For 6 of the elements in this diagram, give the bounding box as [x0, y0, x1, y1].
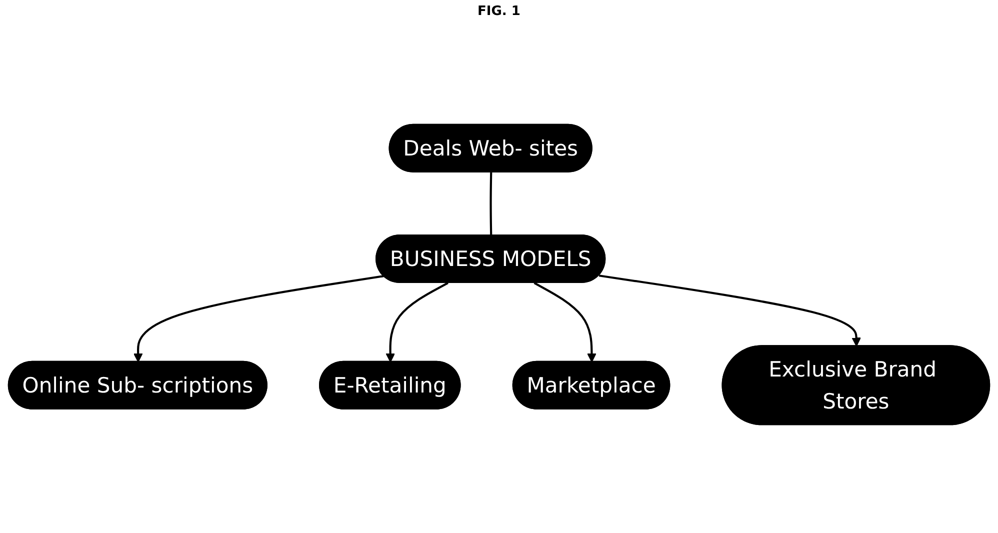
arrow	[534, 282, 596, 362]
connector	[490, 172, 492, 236]
figure-title: FIG. 1	[476, 4, 522, 21]
arrow	[133, 275, 384, 362]
arrow	[386, 282, 448, 362]
arrow	[598, 274, 861, 347]
